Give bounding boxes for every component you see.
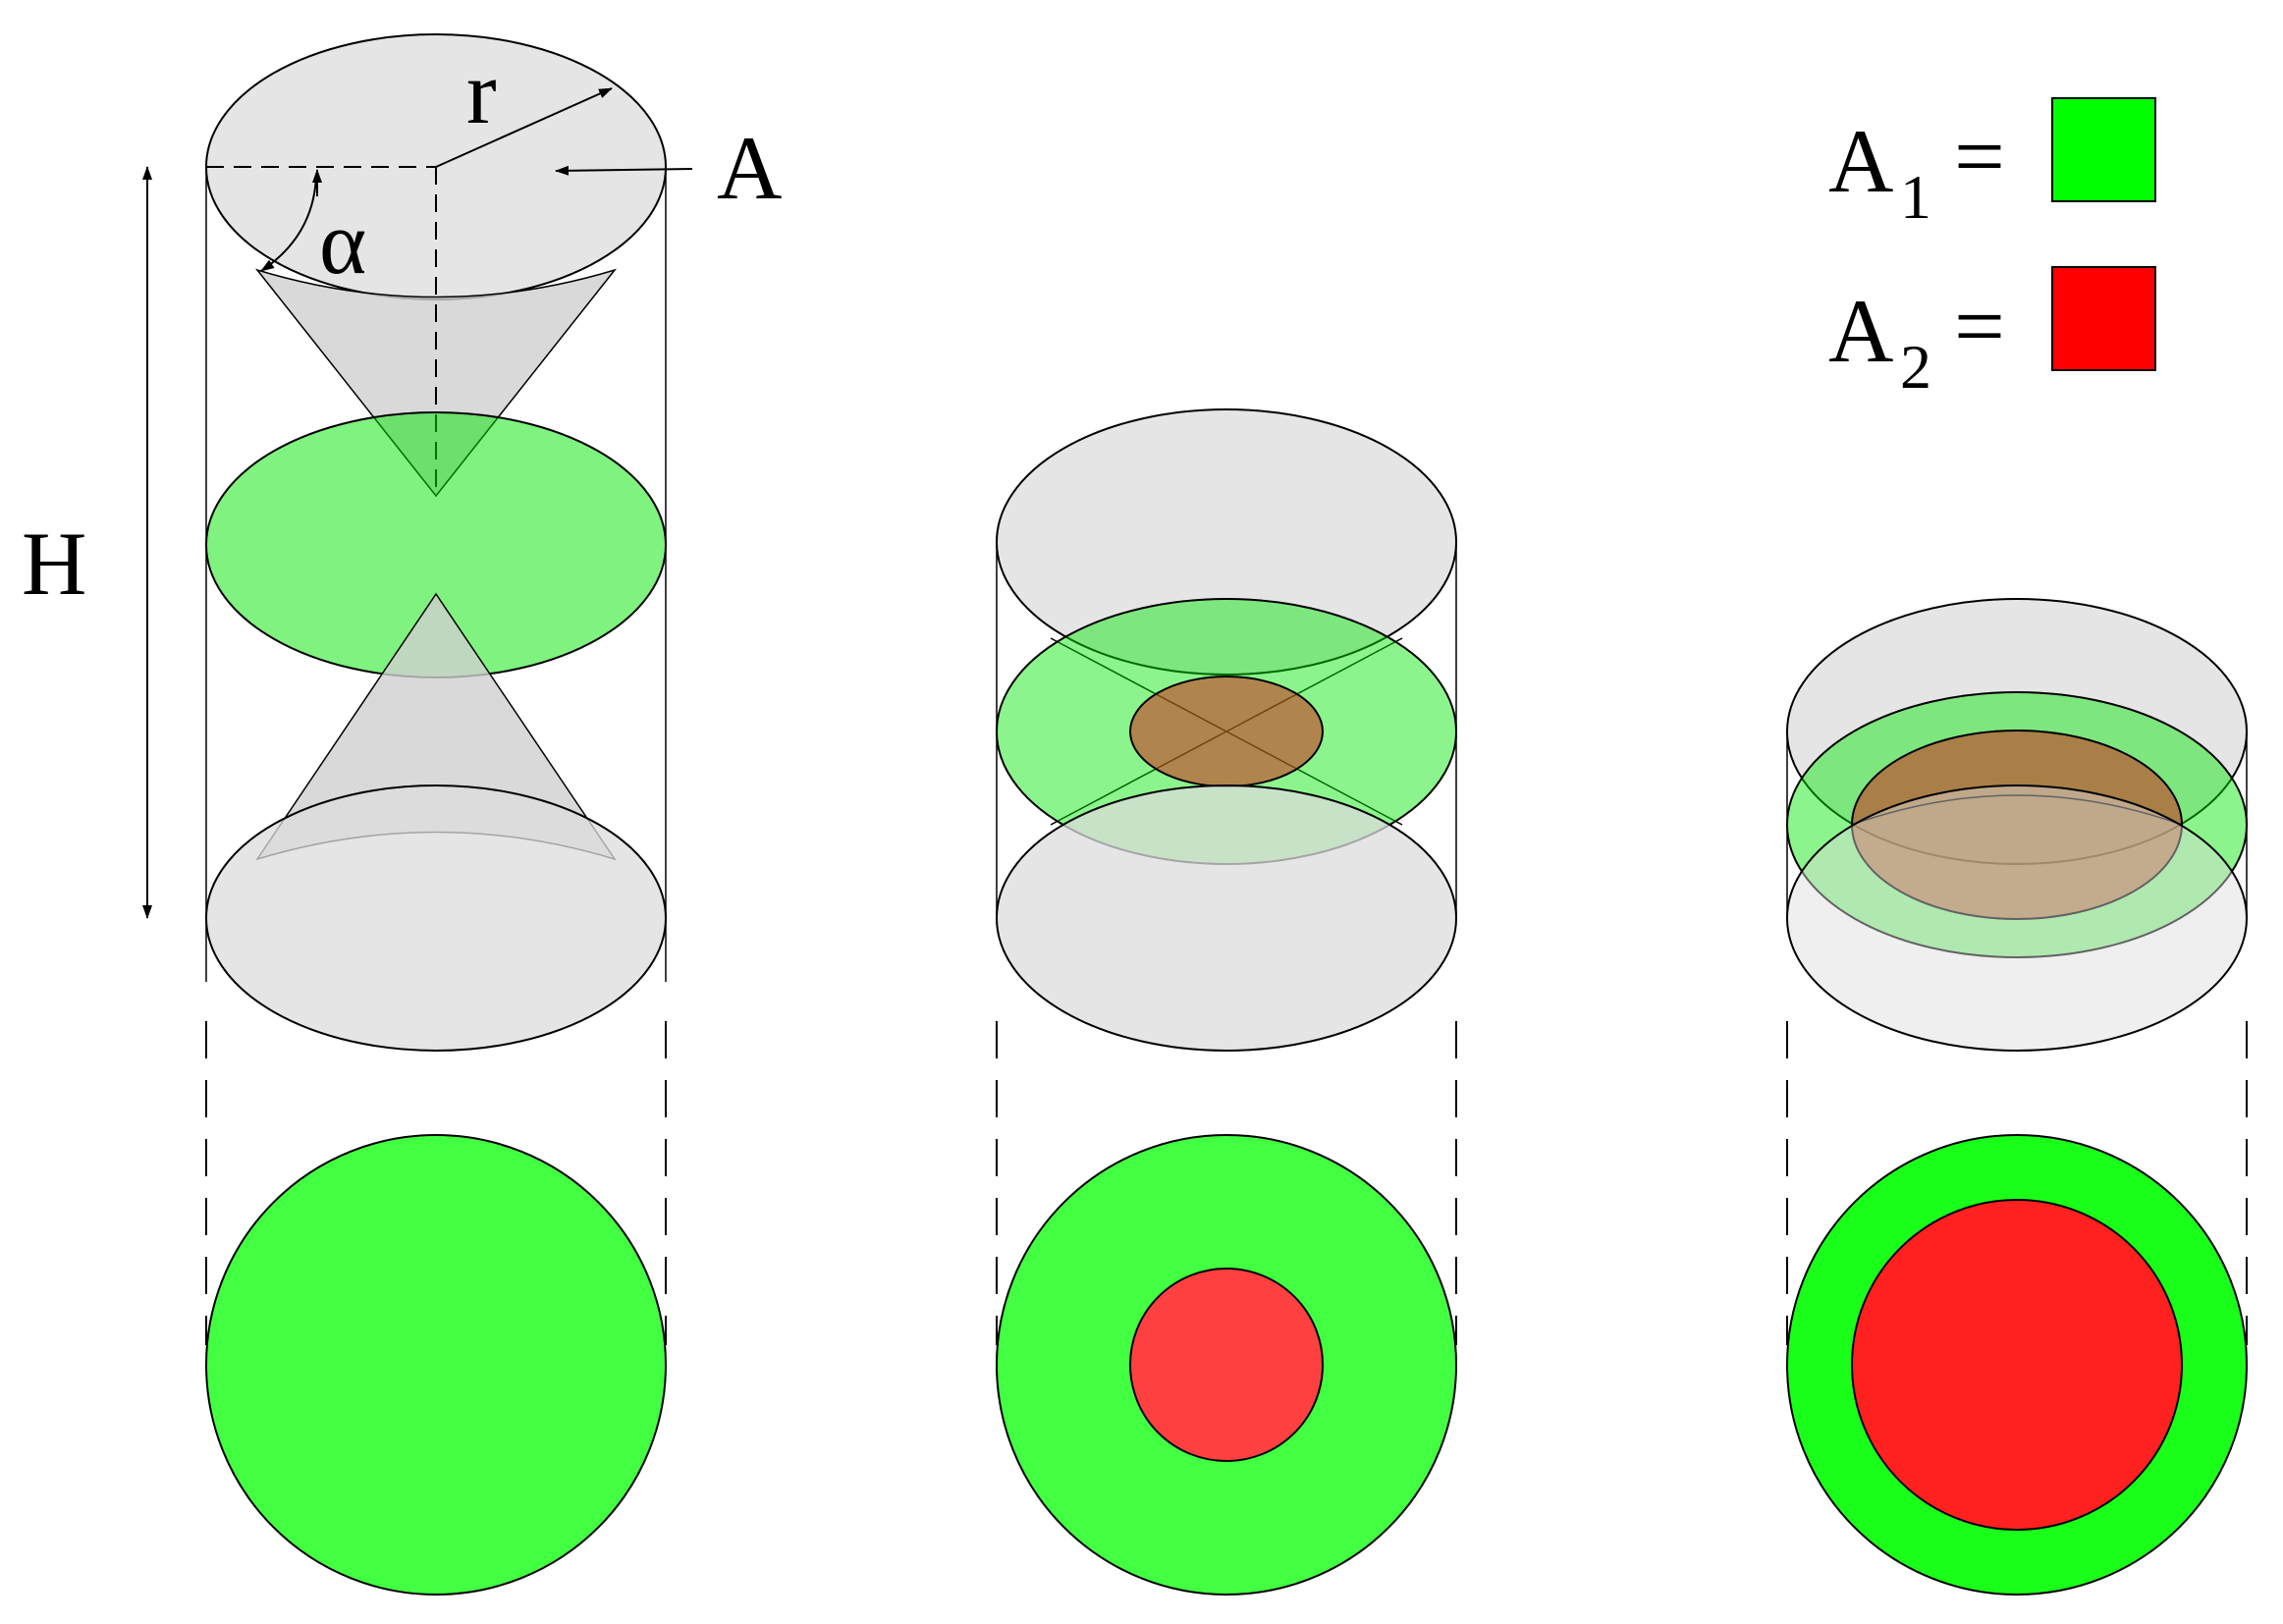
- area-pointer: [555, 165, 693, 176]
- legend-a2-swatch: [2051, 266, 2156, 371]
- middle-cylinder: [996, 408, 1457, 1596]
- legend-a1-swatch: [2051, 97, 2156, 202]
- legend-item-a1: A 1 =: [1828, 97, 2156, 232]
- legend-a2-equals: =: [1954, 276, 2005, 376]
- height-label: H: [22, 514, 86, 614]
- legend-a1-equals: =: [1954, 106, 2005, 206]
- upper-cone: [254, 268, 618, 498]
- middle-red-ring: [1129, 676, 1324, 787]
- legend-a1-subscript: 1: [1900, 162, 1931, 232]
- legend-a2-symbol: A: [1828, 281, 1893, 381]
- middle-top-disk: [996, 408, 1457, 676]
- right-top-view-inner: [1851, 1199, 2183, 1531]
- radius-label: r: [466, 42, 497, 142]
- left-cylinder: [205, 33, 693, 1596]
- left-top-view: [205, 1134, 667, 1596]
- legend-item-a2: A 2 =: [1828, 266, 2156, 402]
- angle-arc: [260, 174, 317, 272]
- legend: A 1 = A 2 =: [1828, 97, 2156, 402]
- middle-bottom-disk: [996, 785, 1457, 1052]
- middle-top-view-inner: [1129, 1268, 1324, 1462]
- bottom-disk: [205, 785, 667, 1052]
- legend-a1-symbol: A: [1828, 111, 1893, 211]
- legend-a2-subscript: 2: [1900, 332, 1931, 402]
- area-label: A: [717, 118, 782, 218]
- right-cylinder: [1786, 598, 2248, 1596]
- right-bottom-disk: [1786, 785, 2248, 1052]
- angle-label: α: [319, 192, 366, 293]
- radius-line: [435, 87, 613, 168]
